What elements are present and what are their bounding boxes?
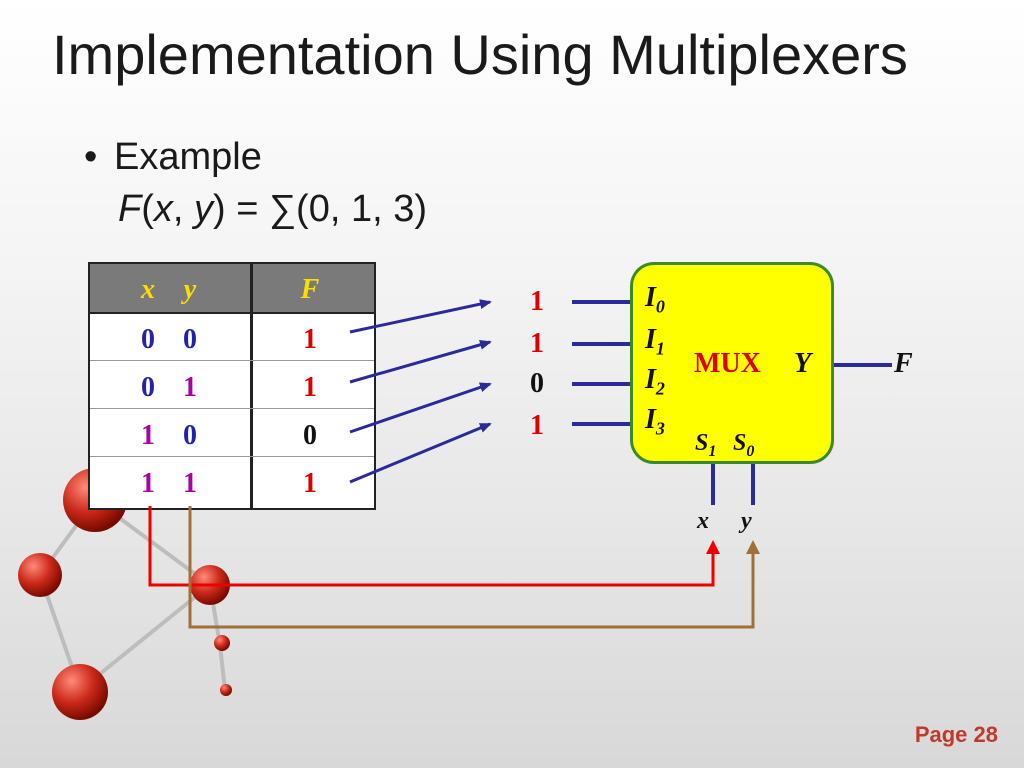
mux-input-label-3: I3: [645, 404, 665, 439]
y-wire: [188, 506, 760, 629]
mux-input-label-2: I2: [645, 364, 665, 399]
row-divider: [90, 456, 374, 457]
truth-table: x y F 0 0 1 0 1 1 1 0 0 1 1 1: [88, 262, 376, 510]
mux-input-value-3: 1: [530, 410, 544, 441]
molecule-ball: [214, 635, 230, 651]
arrow-row3: [349, 422, 492, 484]
arrow-row0: [349, 299, 492, 334]
row3-x: 1: [141, 468, 155, 499]
row2-y: 0: [183, 420, 197, 451]
header-y: y: [183, 274, 197, 305]
row2-f: 0: [303, 420, 317, 451]
row0-x: 0: [141, 324, 155, 355]
row3-y: 1: [183, 468, 197, 499]
bullet-example: • Example: [84, 136, 262, 179]
x-wire: [148, 506, 720, 587]
row-divider: [90, 408, 374, 409]
function-formula: F(x, y) = ∑(0, 1, 3): [118, 188, 427, 230]
header-f: F: [300, 274, 320, 305]
mux-input-label-0: I0: [645, 282, 665, 317]
row0-y: 0: [183, 324, 197, 355]
bullet-dot: •: [84, 136, 98, 178]
header-x: x: [141, 274, 155, 305]
select-signal-x: x: [697, 508, 709, 534]
table-divider: [250, 264, 253, 508]
mux-select-label-0: S0: [733, 430, 755, 460]
select-signal-y: y: [741, 508, 752, 534]
mux-input-value-2: 0: [530, 368, 544, 399]
row2-x: 1: [141, 420, 155, 451]
molecule-ball: [52, 664, 108, 720]
mux-select-label-1: S1: [695, 430, 717, 460]
multiplexer-block: [630, 262, 834, 464]
mux-output-label: Y: [794, 348, 812, 379]
row1-x: 0: [141, 372, 155, 403]
row-divider: [90, 360, 374, 361]
mux-label: MUX: [694, 348, 761, 379]
formula-function-name: F: [118, 188, 142, 230]
slide-title: Implementation Using Multiplexers: [52, 23, 908, 86]
row1-f: 1: [303, 372, 317, 403]
bullet-text: Example: [114, 136, 262, 178]
arrow-row1: [349, 339, 492, 384]
mux-input-value-1: 1: [530, 328, 544, 359]
formula-rhs: = ∑(0, 1, 3): [236, 188, 427, 230]
molecule-ball: [220, 684, 232, 696]
row3-f: 1: [303, 468, 317, 499]
mux-input-value-0: 1: [530, 286, 544, 317]
arrow-row2: [349, 382, 492, 434]
output-signal-f: F: [894, 348, 913, 379]
page-number: Page 28: [914, 722, 998, 747]
truth-table-header: x y F: [90, 264, 374, 314]
formula-var-x: x: [153, 188, 173, 230]
mux-input-label-1: I1: [645, 324, 665, 359]
row0-f: 1: [303, 324, 317, 355]
formula-var-y: y: [194, 188, 213, 230]
molecule-ball: [18, 553, 62, 597]
row1-y: 1: [183, 372, 197, 403]
